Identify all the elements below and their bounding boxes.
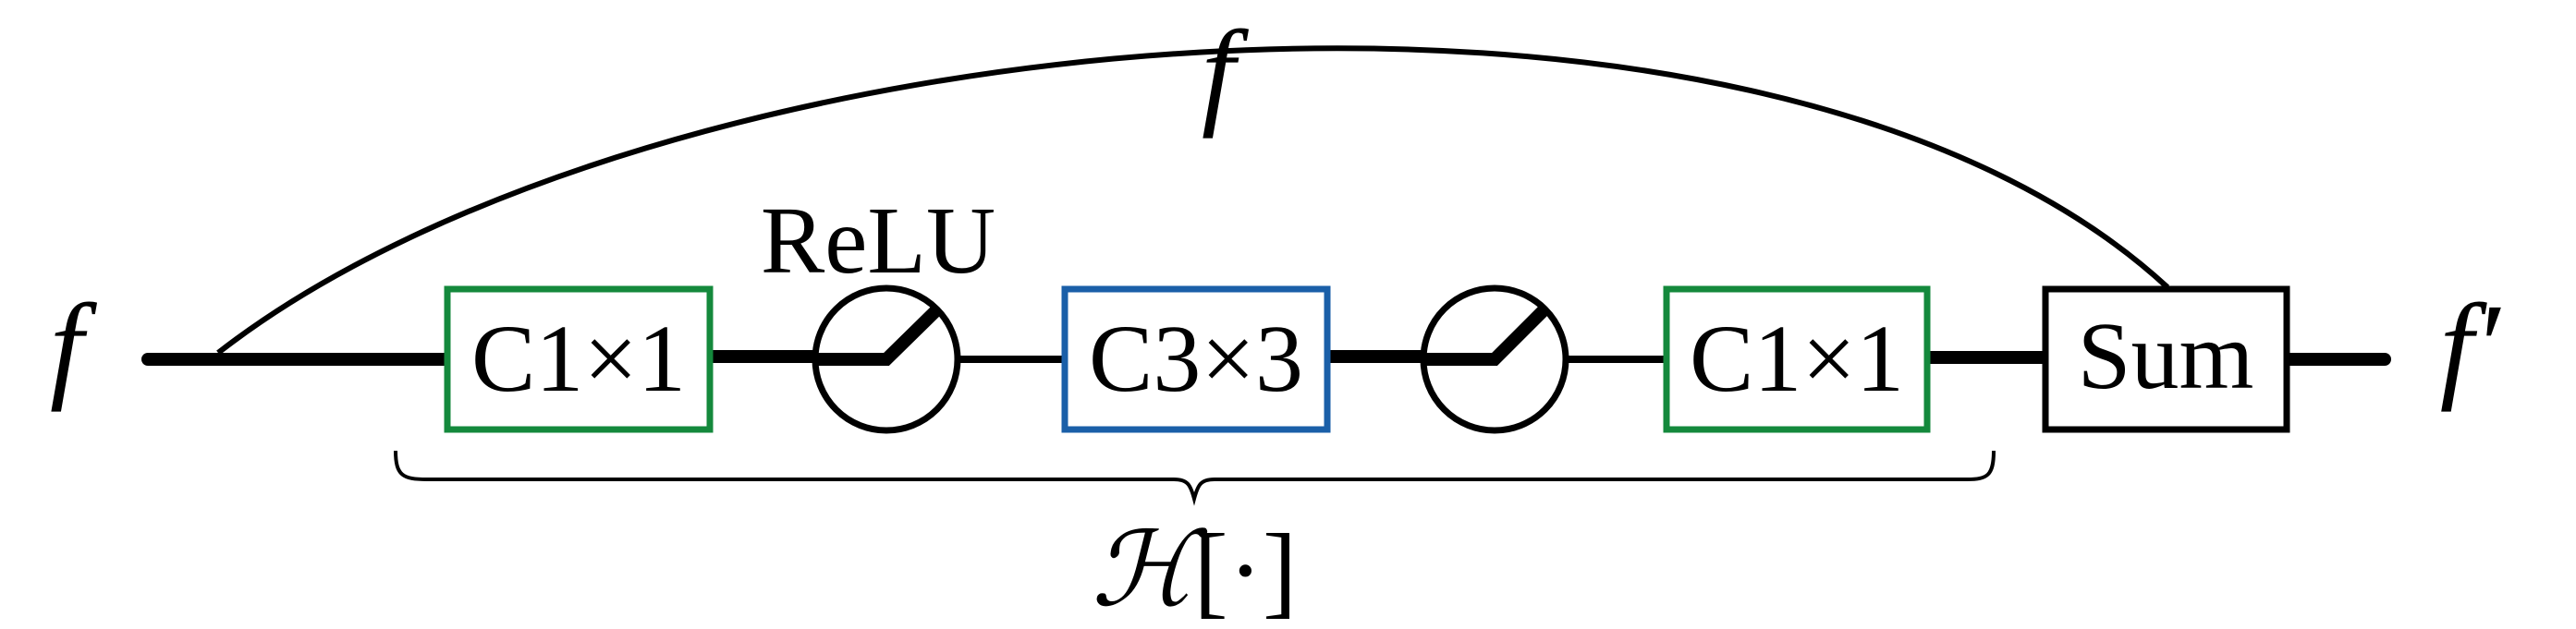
- sum-block: [2042, 285, 2290, 433]
- output-label: f′: [2440, 280, 2502, 413]
- conv1x1-block-1: [444, 285, 714, 433]
- transform-label-bracket: [·]: [1193, 514, 1297, 628]
- transform-label: ℋ[·]: [1092, 514, 1298, 628]
- signal-path: [141, 350, 2391, 366]
- skip-connection-arc: [216, 45, 2170, 356]
- conv3x3-block: [1061, 285, 1331, 433]
- underbrace: [394, 450, 1996, 506]
- conv1x1-block-1-label: C1×1: [471, 306, 686, 412]
- sum-block-label: Sum: [2078, 303, 2254, 409]
- relu-activation-icon: [1420, 284, 1569, 434]
- conv1x1-block-2: [1663, 285, 1931, 433]
- conv1x1-block-2-label: C1×1: [1690, 306, 1904, 412]
- transform-label-H: ℋ: [1092, 514, 1208, 628]
- skip-label: f: [1202, 6, 1250, 139]
- relu-activation-icon: [812, 284, 961, 434]
- input-label: f: [50, 280, 98, 413]
- conv3x3-block-label: C3×3: [1089, 306, 1303, 412]
- relu-label: ReLU: [761, 187, 995, 294]
